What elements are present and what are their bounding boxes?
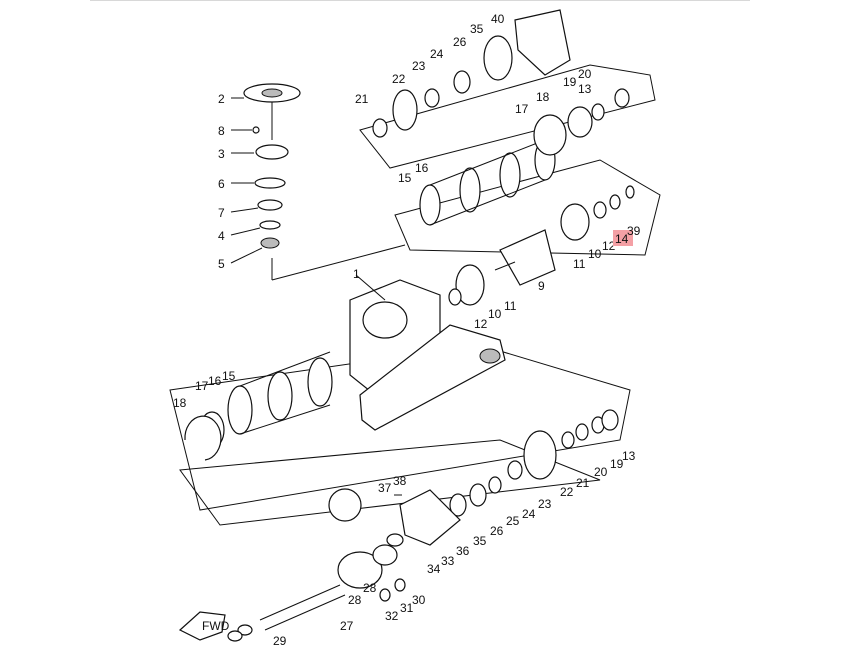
fwd-arrow-icon: FWD: [178, 611, 230, 641]
callout-28-a: 28: [363, 581, 377, 595]
fwd-label: FWD: [202, 619, 230, 633]
callout-31: 31: [400, 601, 414, 615]
callout-22-a: 22: [392, 72, 406, 86]
callout-15-b: 15: [222, 369, 236, 383]
lower-gear-row: [386, 409, 619, 547]
callout-21-b: 21: [576, 476, 590, 490]
callout-8: 8: [218, 124, 225, 138]
callout-23-b: 23: [538, 497, 552, 511]
lower-clutch-pack: [184, 351, 333, 461]
callout-4: 4: [218, 229, 225, 243]
top-divider: [90, 0, 750, 1]
callout-21-a: 21: [355, 92, 369, 106]
callout-13-a: 13: [578, 82, 592, 96]
callout-35-b: 35: [473, 534, 487, 548]
callout-34: 34: [427, 562, 441, 576]
callout-22-b: 22: [560, 485, 574, 499]
callout-29: 29: [273, 634, 287, 648]
callout-25: 25: [506, 514, 520, 528]
callout-28-b: 28: [348, 593, 362, 607]
callout-14-highlighted: 14: [615, 232, 629, 246]
drive-shaft: [227, 488, 406, 642]
callout-3: 3: [218, 147, 225, 161]
callout-24-a: 24: [430, 47, 444, 61]
middle-spool: [448, 185, 635, 306]
callout-16-b: 16: [208, 374, 222, 388]
group-frame-bottom: [179, 439, 601, 526]
callout-17-b: 17: [195, 379, 209, 393]
callouts: 1 2 3 4 5 6 7 8 9 10 10 11 11 12 12 13 1…: [173, 12, 641, 648]
highlight-box: [613, 230, 633, 246]
callout-33: 33: [441, 554, 455, 568]
callout-40: 40: [491, 12, 505, 26]
callout-30: 30: [412, 593, 426, 607]
callout-10-b: 10: [588, 247, 602, 261]
callout-23-a: 23: [412, 59, 426, 73]
callout-12-b: 12: [602, 239, 616, 253]
upper-gear-row: [372, 9, 630, 156]
callout-2: 2: [218, 92, 225, 106]
left-stack: [243, 83, 406, 281]
callout-17-a: 17: [515, 102, 529, 116]
callout-19-a: 19: [563, 75, 577, 89]
callout-13-b: 13: [622, 449, 636, 463]
callout-26-b: 26: [490, 524, 504, 538]
callout-9: 9: [538, 279, 545, 293]
leader-lines: [230, 97, 386, 301]
callout-32: 32: [385, 609, 399, 623]
callout-7: 7: [218, 206, 225, 220]
callout-20-a: 20: [578, 67, 592, 81]
callout-12-a: 12: [474, 317, 488, 331]
callout-39: 39: [627, 224, 641, 238]
callout-18-a: 18: [536, 90, 550, 104]
callout-5: 5: [218, 257, 225, 271]
gear-housing: [349, 279, 506, 431]
callout-1: 1: [353, 267, 360, 281]
upper-clutch-pack: [419, 139, 556, 226]
group-frame-upper: [359, 64, 656, 169]
callout-10-a: 10: [488, 307, 502, 321]
callout-11-a: 11: [504, 299, 517, 313]
callout-16-a: 16: [415, 161, 429, 175]
group-frame-middle: [394, 159, 661, 256]
callout-27: 27: [340, 619, 354, 633]
callout-6: 6: [218, 177, 225, 191]
callout-36: 36: [456, 544, 470, 558]
callout-26-a: 26: [453, 35, 467, 49]
callout-35-a: 35: [470, 22, 484, 36]
callout-19-b: 19: [610, 457, 624, 471]
callout-24-b: 24: [522, 507, 536, 521]
callout-37: 37: [378, 481, 392, 495]
callout-20-b: 20: [594, 465, 608, 479]
callout-38: 38: [393, 474, 407, 488]
callout-18-b: 18: [173, 396, 187, 410]
callout-11-b: 11: [573, 257, 586, 271]
callout-15-a: 15: [398, 171, 412, 185]
